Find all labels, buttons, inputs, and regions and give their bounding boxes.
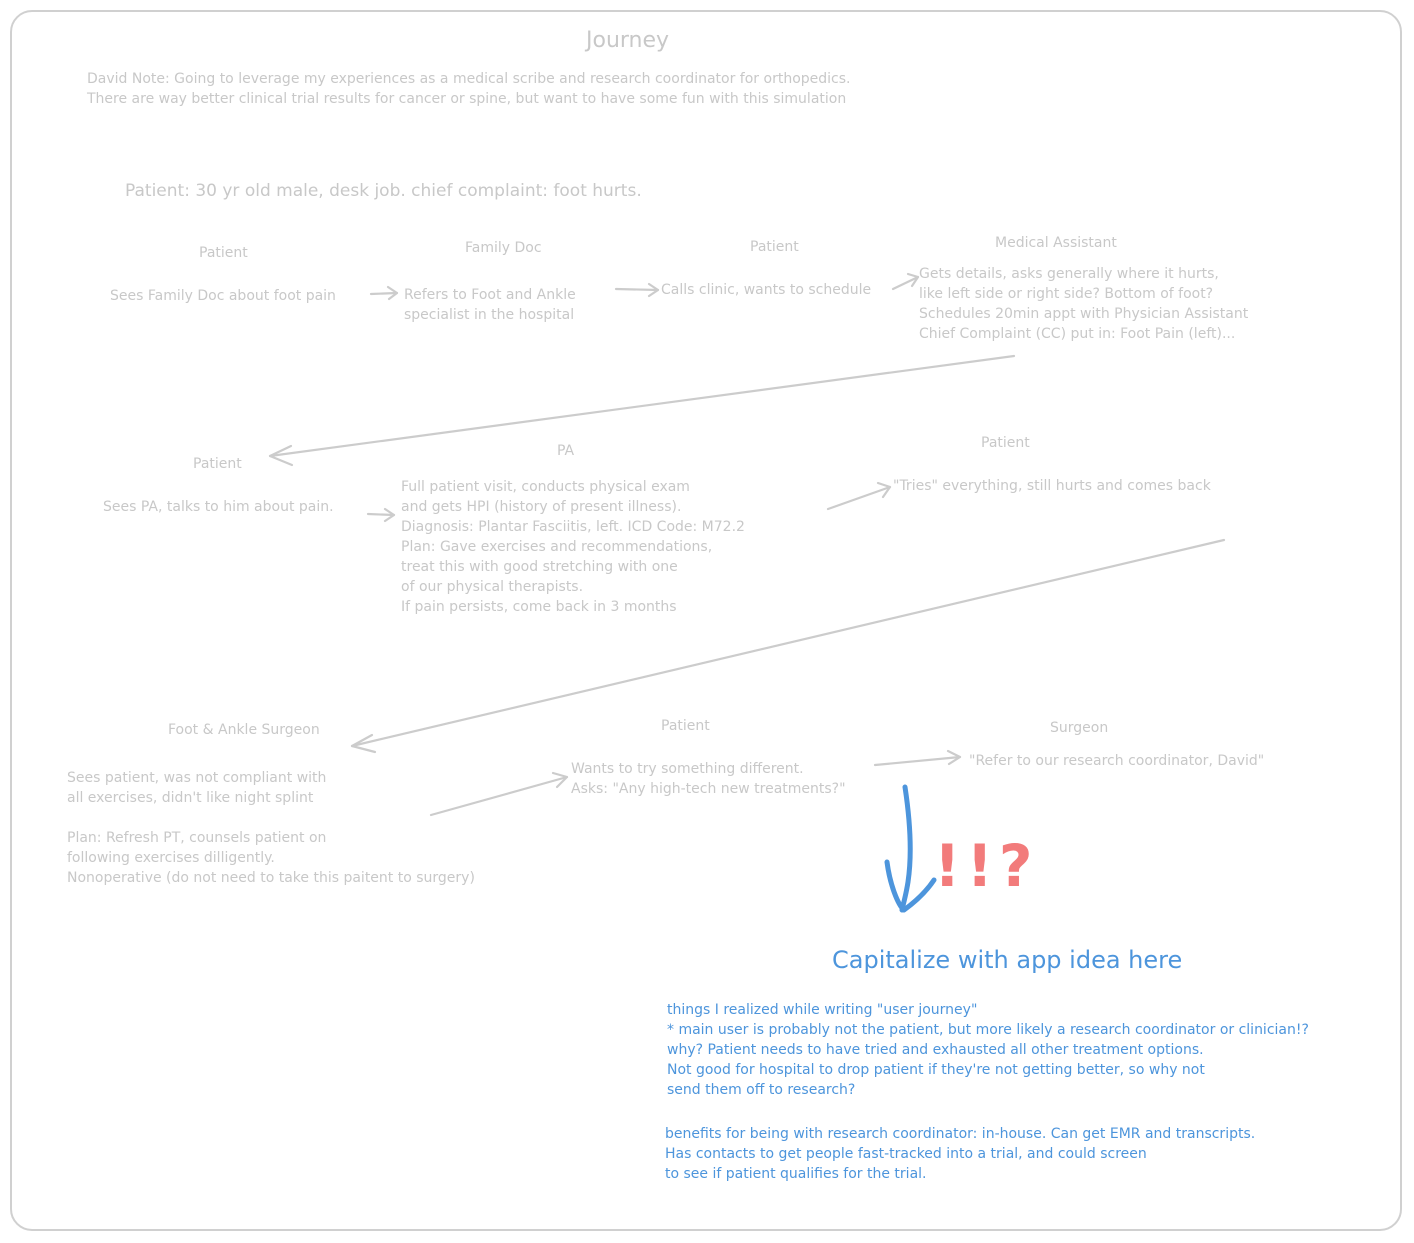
benefits-note: benefits for being with research coordin… xyxy=(665,1126,1256,1182)
row2-step2-text: Full patient visit, conducts physical ex… xyxy=(401,479,745,615)
row1-step2-text: Refers to Foot and Ankle specialist in t… xyxy=(404,287,576,323)
canvas-frame xyxy=(10,10,1402,1231)
row3-step3-text: "Refer to our research coordinator, Davi… xyxy=(969,753,1265,769)
realizations-note: things I realized while writing "user jo… xyxy=(667,1002,1309,1098)
arrow-row1-b xyxy=(614,282,660,298)
row3-step2-label: Patient xyxy=(661,718,710,734)
row2-step1-label: Patient xyxy=(193,456,242,472)
david-note: David Note: Going to leverage my experie… xyxy=(87,71,851,107)
capitalize-heading: Capitalize with app idea here xyxy=(832,946,1183,974)
row3-step1-label: Foot & Ankle Surgeon xyxy=(168,722,320,738)
row3-step3-label: Surgeon xyxy=(1050,720,1109,736)
exclamation-question-marks: !!? xyxy=(934,832,1039,900)
arrow-row2-b xyxy=(826,481,892,511)
arrow-row3-a xyxy=(429,771,569,817)
row3-step1-text: Sees patient, was not compliant with all… xyxy=(67,770,475,886)
row1-step2-label: Family Doc xyxy=(465,240,542,256)
arrow-to-row3 xyxy=(350,538,1226,754)
arrow-to-row2 xyxy=(268,354,1016,467)
row2-step1-text: Sees PA, talks to him about pain. xyxy=(103,499,334,515)
arrow-row3-b xyxy=(873,749,962,767)
blue-down-arrow xyxy=(884,784,937,913)
row1-step3-text: Calls clinic, wants to schedule xyxy=(661,282,872,298)
row3-step2-text: Wants to try something different. Asks: … xyxy=(571,761,846,797)
row1-step4-text: Gets details, asks generally where it hu… xyxy=(919,266,1249,342)
row1-step1-label: Patient xyxy=(199,245,248,261)
patient-summary: Patient: 30 yr old male, desk job. chief… xyxy=(125,181,642,201)
row1-step3-label: Patient xyxy=(750,239,799,255)
arrow-row2-a xyxy=(366,507,396,523)
page-title: Journey xyxy=(586,28,670,53)
row2-step3-label: Patient xyxy=(981,435,1030,451)
row2-step2-label: PA xyxy=(557,443,575,459)
row1-step1-text: Sees Family Doc about foot pain xyxy=(110,288,336,304)
arrow-row1-c xyxy=(891,272,920,291)
row1-step4-label: Medical Assistant xyxy=(995,235,1117,251)
arrow-row1-a xyxy=(369,285,399,301)
row2-step3-text: "Tries" everything, still hurts and come… xyxy=(893,478,1211,494)
